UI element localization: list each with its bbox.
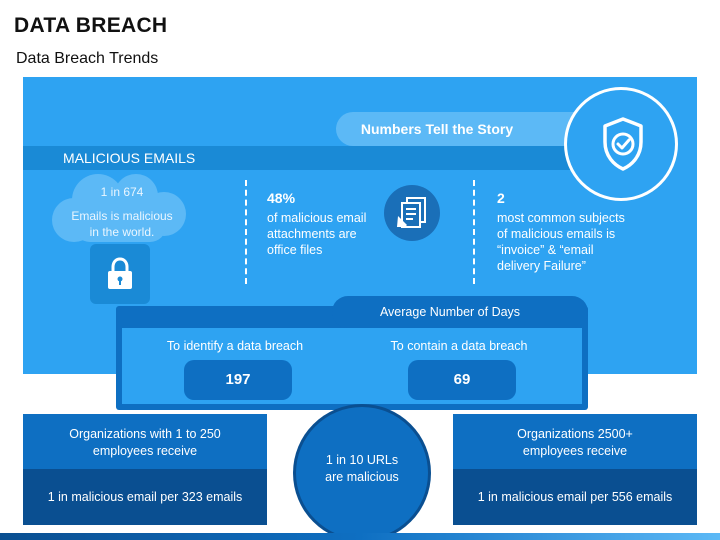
stat-3-desc-line: delivery Failure” [497, 259, 586, 273]
org-small-line1: Organizations with 1 to 250 [69, 427, 221, 441]
separator-2 [473, 180, 475, 284]
stat-2-value: 48% [267, 190, 296, 206]
page-subtitle: Data Breach Trends [16, 50, 159, 67]
lock-icon [108, 257, 132, 289]
org-large-line1: Organizations 2500+ [517, 427, 633, 441]
org-large-header [453, 414, 697, 469]
stat-3-value: 2 [497, 190, 505, 206]
malicious-emails-band [23, 146, 590, 170]
contain-label: To contain a data breach [390, 339, 528, 353]
stat-3-desc-line: “invoice” & “email [497, 243, 594, 257]
stat-2-desc-line: office files [267, 243, 323, 257]
org-large-desc: Organizations 2500+ employees receive [453, 426, 697, 460]
org-small-stat: 1 in malicious email per 323 emails [47, 490, 243, 504]
stat-3-desc-line: of malicious emails is [497, 227, 616, 241]
org-small-line2: employees receive [92, 444, 198, 458]
org-large-stat-box [453, 469, 697, 525]
cloud-shape [52, 174, 186, 242]
days-pill [332, 296, 588, 328]
stat-1-desc-line2: in the world. [89, 225, 155, 239]
documents-edit-icon [397, 197, 426, 228]
org-large-line2: employees receive [522, 444, 628, 458]
urls-text: 1 in 10 URLs are malicious [296, 452, 428, 486]
org-small-header [23, 414, 267, 469]
urls-circle [296, 407, 428, 539]
story-pill [336, 112, 606, 146]
story-label: Numbers Tell the Story [360, 121, 514, 137]
urls-line1: 1 in 10 URLs [325, 453, 399, 467]
stat-1-desc-line1: Emails is malicious [71, 209, 173, 223]
footer-bar [0, 533, 720, 540]
shield-circle [567, 90, 675, 198]
org-large-stat: 1 in malicious email per 556 emails [477, 490, 673, 504]
identify-label: To identify a data breach [166, 339, 304, 353]
stat-3-desc-line: most common subjects [497, 211, 625, 225]
stat-2-desc: of malicious email attachments are offic… [267, 210, 387, 258]
contain-value: 69 [408, 360, 516, 400]
days-heading: Average Number of Days [379, 305, 521, 319]
org-small-stat-box [23, 469, 267, 525]
stat-2-desc-line: attachments are [267, 227, 357, 241]
stat-2-desc-line: of malicious email [267, 211, 367, 225]
separator-1 [245, 180, 247, 284]
stat-1-desc: Emails is malicious in the world. [56, 208, 188, 240]
shield-check-icon [603, 117, 643, 171]
stat-3-desc: most common subjects of malicious emails… [497, 210, 657, 274]
org-small-desc: Organizations with 1 to 250 employees re… [23, 426, 267, 460]
stat-1-value: 1 in 674 [100, 185, 144, 199]
identify-value: 197 [184, 360, 292, 400]
malicious-emails-heading: MALICIOUS EMAILS [63, 150, 196, 166]
page-title: DATA BREACH [14, 14, 168, 37]
urls-line2: are malicious [325, 470, 399, 484]
